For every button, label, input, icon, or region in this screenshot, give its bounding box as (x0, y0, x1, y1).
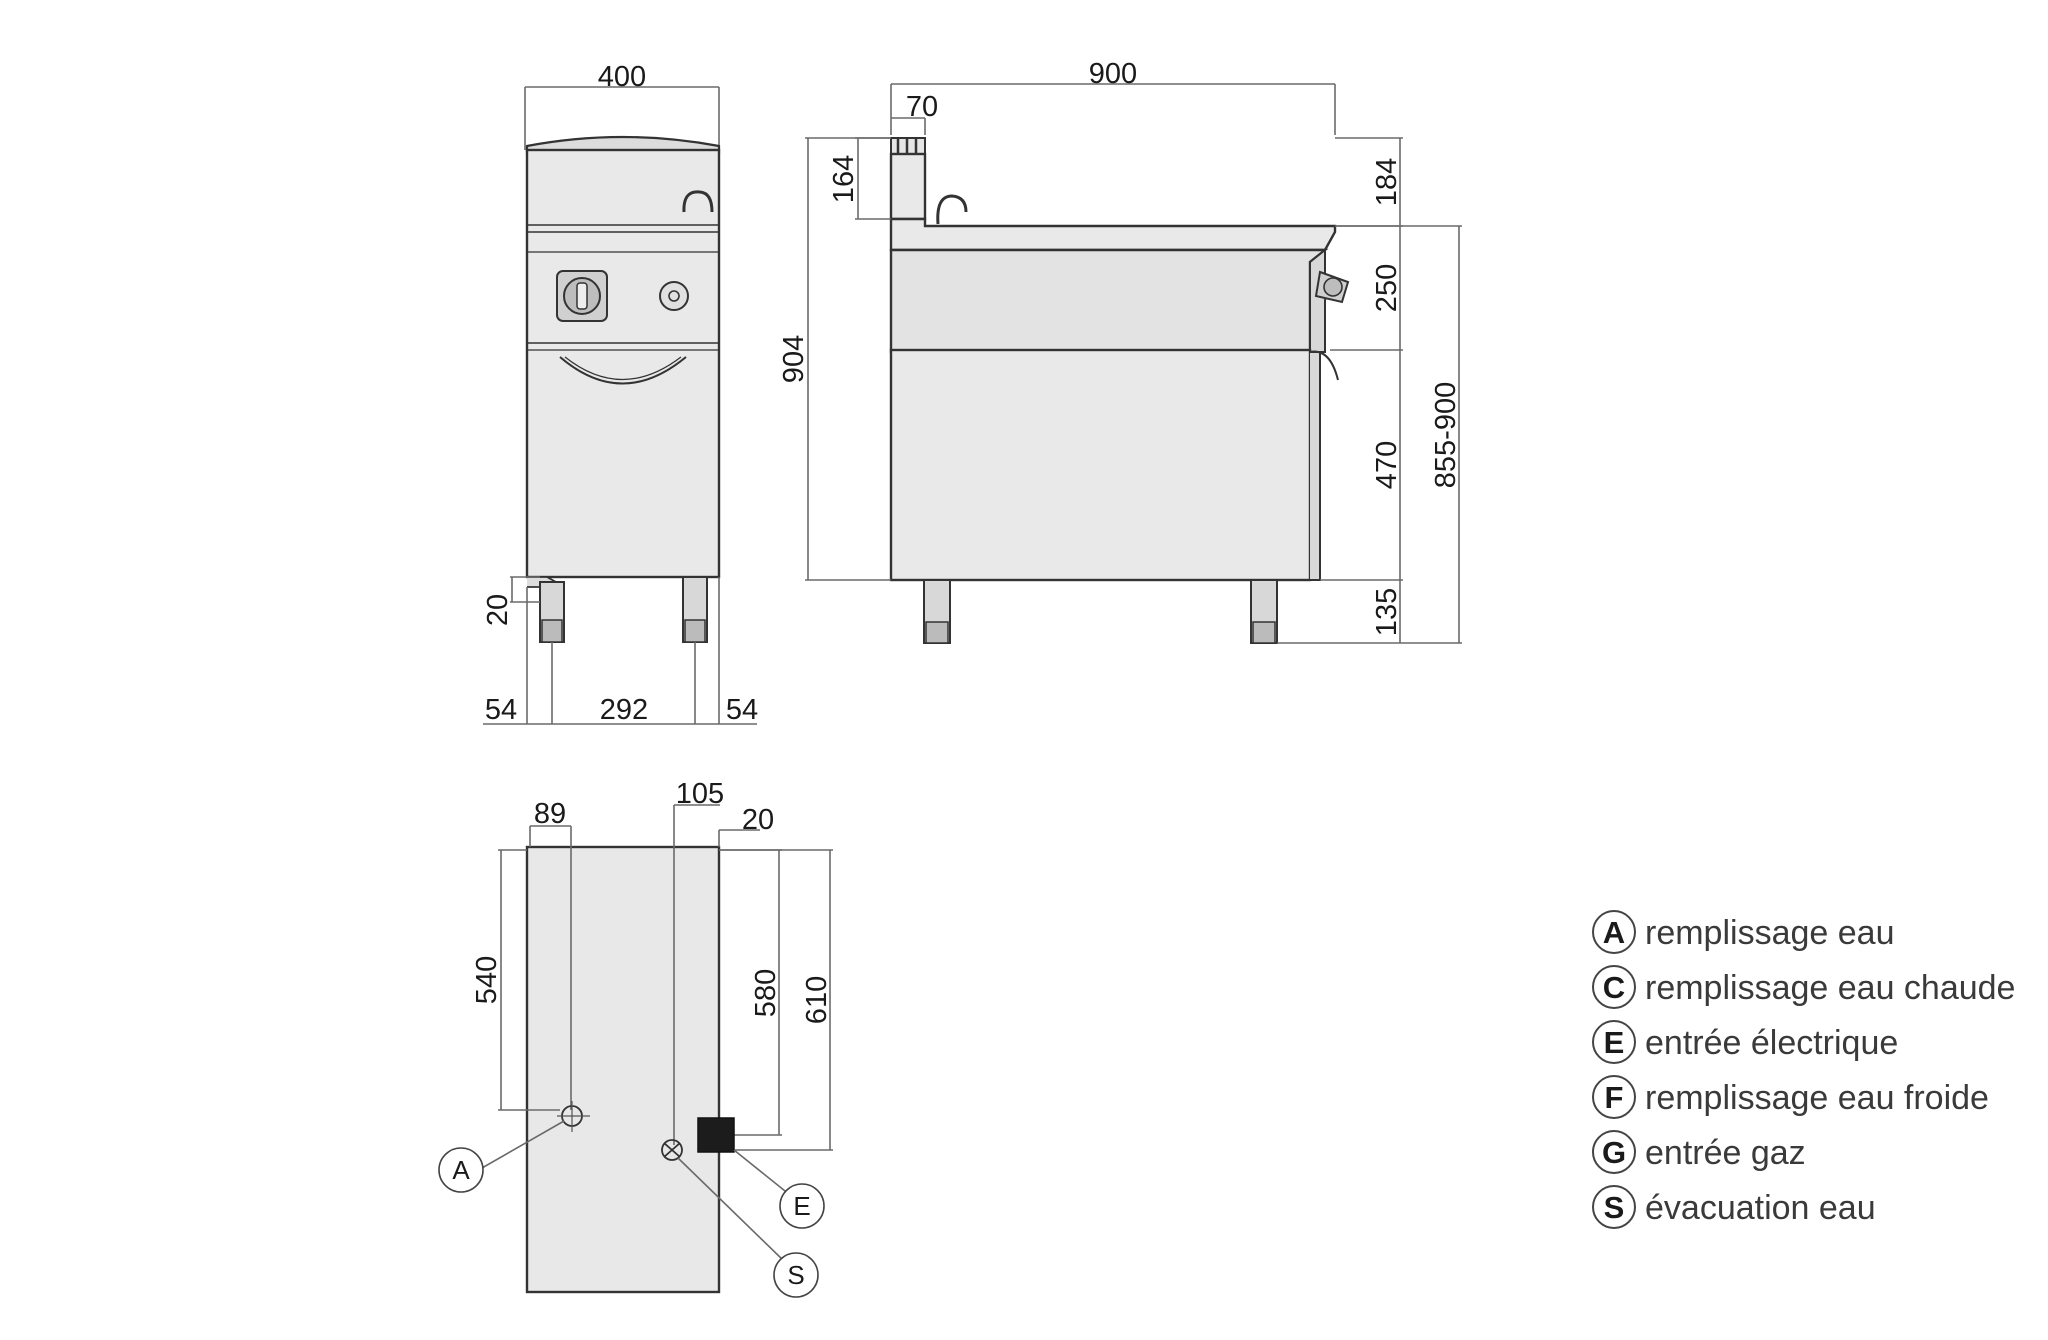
legend-letter-badge (1592, 1130, 1636, 1174)
legend-label: remplissage eau chaude (1645, 969, 2015, 1007)
dim-rear-upstand: 70 (906, 91, 938, 123)
dim-legs: 135 (1371, 588, 1403, 636)
legend-letter: C (1603, 970, 1625, 1005)
legend-letter-badge (1592, 1185, 1636, 1229)
connection-e-marker (697, 1117, 735, 1153)
dim-s-from-back: 580 (750, 969, 782, 1017)
dim-front-width: 400 (598, 61, 646, 93)
dim-a-from-back: 540 (471, 956, 503, 1004)
legend-letter: E (1604, 1025, 1625, 1060)
dim-control-section: 250 (1371, 264, 1403, 312)
legend-label: entrée gaz (1645, 1134, 1806, 1172)
top-view: 89 105 20 540 580 610 (438, 778, 833, 1298)
dim-top-section: 184 (1371, 158, 1403, 206)
legend-label: évacuation eau (1645, 1189, 1876, 1227)
legend-label: remplissage eau froide (1645, 1079, 1989, 1117)
dim-e-from-right: 20 (742, 804, 774, 836)
dim-right-offset: 54 (726, 694, 758, 726)
dim-depth: 900 (1089, 58, 1137, 90)
legend-letter: S (1604, 1190, 1625, 1225)
callout-s: S (773, 1252, 819, 1298)
svg-text:S: S (787, 1260, 804, 1290)
gear-knob-icon (659, 281, 689, 311)
dim-left-offset: 54 (485, 694, 517, 726)
legend-letter: F (1605, 1080, 1624, 1115)
front-view: 400 (482, 61, 758, 726)
legend-letter: A (1603, 915, 1625, 950)
dim-leg-span: 292 (600, 694, 648, 726)
legend-letter-badge (1592, 965, 1636, 1009)
callout-e: E (779, 1183, 825, 1229)
control-knob-icon (556, 270, 608, 322)
dim-working-height: 855-900 (1430, 382, 1462, 488)
dim-e-from-back: 610 (801, 976, 833, 1024)
svg-text:E: E (793, 1191, 810, 1221)
side-knob-icon (1314, 270, 1350, 304)
dim-front-leg-height: 20 (482, 594, 514, 626)
legend-letter-badge (1592, 910, 1636, 954)
front-body (525, 148, 721, 579)
callout-a: A (438, 1147, 484, 1193)
dim-a-from-left: 89 (534, 798, 566, 830)
svg-text:A: A (452, 1155, 470, 1185)
top-footprint (525, 845, 721, 1294)
dim-total-height: 904 (778, 335, 810, 383)
legend-label: entrée électrique (1645, 1024, 1898, 1062)
dim-upstand-height: 164 (828, 155, 860, 203)
connection-a-marker (557, 1101, 590, 1132)
dim-cabinet-section: 470 (1371, 441, 1403, 489)
legend-label: remplissage eau (1645, 914, 1894, 952)
legend-letter-badge (1592, 1020, 1636, 1064)
dim-s-from-left: 105 (676, 778, 724, 810)
legend-letter: G (1602, 1135, 1626, 1170)
side-view: 900 70 164 (778, 58, 1462, 644)
legend-letter-badge (1592, 1075, 1636, 1119)
connection-s-marker (661, 1139, 683, 1161)
